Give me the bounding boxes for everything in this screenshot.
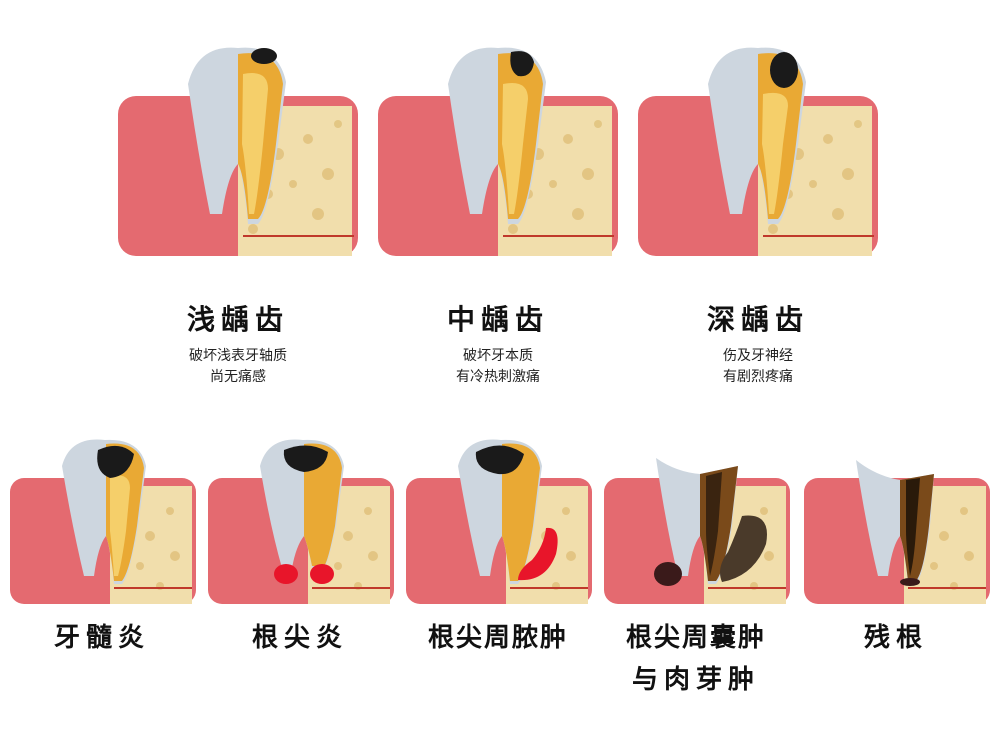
desc-line-1: 伤及牙神经: [723, 348, 793, 364]
tooth-illustration-deep: [638, 47, 878, 256]
desc-line-1: 破坏浅表牙轴质: [189, 348, 287, 364]
panel-periapical-cyst: [604, 436, 790, 604]
title-medium-caries: 中龋齿: [446, 303, 549, 336]
panel-shallow-caries: [118, 44, 358, 256]
title-line-1: 根尖炎: [251, 623, 348, 653]
desc-line-2: 有冷热刺激痛: [456, 369, 540, 385]
title-line-1: 牙髓炎: [53, 623, 150, 653]
tooth-illustration-pulpitis: [10, 439, 196, 604]
panel-apical-periodontitis: [208, 436, 394, 604]
tooth-illustration-apical: [208, 439, 394, 604]
title-line-1: 根尖周囊肿: [625, 623, 766, 653]
desc-medium-caries: 破坏牙本质 有冷热刺激痛: [378, 346, 618, 388]
panel-deep-caries: [638, 44, 878, 256]
panel-residual-root: [804, 436, 990, 604]
title-shallow-caries: 浅龋齿: [186, 303, 289, 336]
panel-pulpitis: [10, 436, 196, 604]
desc-line-2: 有剧烈疼痛: [723, 369, 793, 385]
desc-line-2: 尚无痛感: [210, 369, 266, 385]
title-apical-periodontitis: 根尖炎: [200, 617, 400, 659]
tooth-illustration-medium: [378, 47, 618, 256]
panel-medium-caries: [378, 44, 618, 256]
tooth-illustration-cyst: [604, 458, 790, 604]
title-periapical-abscess: 根尖周脓肿: [398, 617, 598, 659]
tooth-illustration-abscess: [406, 439, 592, 604]
tooth-illustration-shallow: [118, 47, 358, 256]
desc-shallow-caries: 破坏浅表牙轴质 尚无痛感: [118, 346, 358, 388]
title-residual-root: 残根: [796, 617, 996, 659]
title-deep-caries: 深龋齿: [706, 303, 809, 336]
desc-line-1: 破坏牙本质: [463, 348, 533, 364]
title-line-1: 残根: [863, 623, 928, 653]
title-periapical-cyst: 根尖周囊肿 与肉芽肿: [596, 617, 796, 701]
title-pulpitis: 牙髓炎: [2, 617, 202, 659]
title-line-1: 根尖周脓肿: [427, 623, 568, 653]
panel-periapical-abscess: [406, 436, 592, 604]
desc-deep-caries: 伤及牙神经 有剧烈疼痛: [638, 346, 878, 388]
title-line-2: 与肉芽肿: [631, 665, 760, 695]
tooth-illustration-residual-root: [804, 460, 990, 604]
